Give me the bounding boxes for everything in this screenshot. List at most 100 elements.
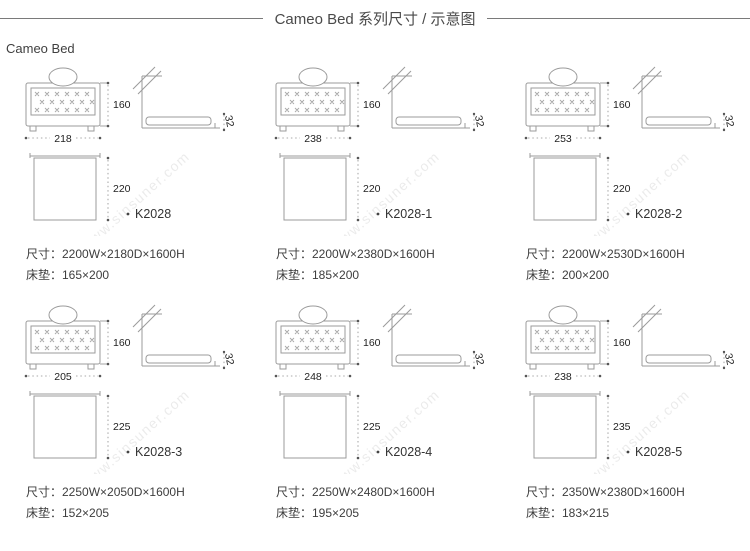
top-view (279, 391, 351, 459)
spec-block: 尺寸：2250W×2050D×1600H 床垫：152×205 (24, 482, 250, 524)
model-dot (126, 212, 130, 216)
page-title: Cameo Bed 系列尺寸 / 示意图 (274, 11, 476, 28)
mattress-profile (145, 354, 212, 364)
bed-drawing: www.sinsuner.com 160 205 (24, 302, 249, 492)
pillow-icon (48, 67, 78, 87)
bed-drawing: www.sinsuner.com 160 218 (24, 64, 249, 254)
product-grid: www.sinsuner.com 160 218 (0, 64, 750, 524)
bed-length-dim: 225 (363, 421, 381, 433)
leg-right (337, 125, 345, 132)
headboard-width-dim: 238 (554, 371, 572, 383)
top-dimension-lines (356, 156, 360, 222)
hatch-marks (132, 66, 162, 95)
headboard-height-dim: 160 (113, 337, 131, 349)
mattress-profile (645, 116, 712, 126)
headboard-height-dim: 160 (113, 99, 131, 111)
leg-right (587, 363, 595, 370)
pillow-icon (48, 305, 78, 325)
bed-diagram: www.sinsuner.com 160 205 (24, 304, 236, 492)
side-depth-dim: 32 (472, 114, 486, 128)
model-name: K2028-2 (635, 207, 682, 221)
page-header: Cameo Bed 系列尺寸 / 示意图 (0, 0, 750, 29)
side-depth-dim: 32 (722, 352, 736, 366)
leg-right (87, 363, 95, 370)
leg-left (279, 125, 287, 132)
headboard-width-dim: 238 (304, 133, 322, 145)
series-label: Cameo Bed (6, 41, 75, 56)
side-dimension-lines (472, 112, 476, 132)
side-view (632, 304, 720, 367)
model-name: K2028-1 (385, 207, 432, 221)
headboard-width-dim: 248 (304, 371, 322, 383)
front-dimension-lines (24, 81, 110, 140)
header-rule-right (487, 18, 750, 19)
mattress-spec: 床垫：185×200 (276, 268, 360, 282)
leg-left (529, 363, 537, 370)
top-dimension-lines (356, 394, 360, 460)
spec-block: 尺寸：2200W×2180D×1600H 床垫：165×200 (24, 244, 250, 286)
tufting-pattern (284, 329, 345, 351)
model-name: K2028-5 (635, 445, 682, 459)
headboard-width-dim: 253 (554, 133, 572, 145)
size-spec: 尺寸：2350W×2380D×1600H (526, 485, 685, 499)
headboard-height-dim: 160 (613, 99, 631, 111)
model-dot (376, 450, 380, 454)
headboard-height-dim: 160 (363, 99, 381, 111)
front-dimension-lines (274, 81, 360, 140)
top-dimension-lines (106, 394, 110, 460)
hatch-marks (382, 66, 412, 95)
front-view (525, 67, 601, 132)
product-cell: www.sinsuner.com 160 218 (0, 64, 250, 286)
leg-right (337, 363, 345, 370)
product-cell: www.sinsuner.com 160 238 (250, 64, 500, 286)
top-dimension-lines (606, 394, 610, 460)
mattress-profile (395, 354, 462, 364)
pillow-icon (548, 305, 578, 325)
model-dot (626, 212, 630, 216)
front-dimension-lines (274, 319, 360, 378)
side-view (132, 304, 220, 367)
bed-length-dim: 225 (113, 421, 131, 433)
pillow-icon (298, 305, 328, 325)
spec-block: 尺寸：2250W×2480D×1600H 床垫：195×205 (274, 482, 500, 524)
size-spec: 尺寸：2200W×2380D×1600H (276, 247, 435, 261)
top-view (29, 391, 101, 459)
model-name: K2028 (135, 207, 171, 221)
bed-diagram: www.sinsuner.com 160 238 (524, 304, 736, 492)
front-dimension-lines (524, 319, 610, 378)
front-dimension-lines (524, 81, 610, 140)
pillow-icon (298, 67, 328, 87)
side-depth-dim: 32 (722, 114, 736, 128)
side-view (382, 66, 470, 129)
hatch-marks (632, 66, 662, 95)
size-spec: 尺寸：2200W×2180D×1600H (26, 247, 185, 261)
hatch-marks (632, 304, 662, 333)
model-name: K2028-4 (385, 445, 432, 459)
tufting-pattern (34, 91, 95, 113)
spec-block: 尺寸：2350W×2380D×1600H 床垫：183×215 (524, 482, 750, 524)
front-view (525, 305, 601, 370)
headboard-width-dim: 205 (54, 371, 72, 383)
tufting-pattern (284, 91, 345, 113)
bed-length-dim: 220 (113, 183, 131, 195)
header-rule-left (0, 18, 263, 19)
product-cell: www.sinsuner.com 160 248 (250, 302, 500, 524)
hatch-marks (132, 304, 162, 333)
side-dimension-lines (722, 112, 726, 132)
model-dot (376, 212, 380, 216)
size-spec: 尺寸：2200W×2530D×1600H (526, 247, 685, 261)
hatch-marks (382, 304, 412, 333)
side-depth-dim: 32 (472, 352, 486, 366)
tufting-pattern (534, 329, 595, 351)
bed-drawing: www.sinsuner.com 160 238 (524, 302, 749, 492)
bed-drawing: www.sinsuner.com 160 248 (274, 302, 499, 492)
leg-left (29, 125, 37, 132)
mattress-spec: 床垫：195×205 (276, 506, 360, 520)
model-name: K2028-3 (135, 445, 182, 459)
spec-block: 尺寸：2200W×2380D×1600H 床垫：185×200 (274, 244, 500, 286)
top-view (529, 391, 601, 459)
side-view (632, 66, 720, 129)
side-view (132, 66, 220, 129)
front-dimension-lines (24, 319, 110, 378)
side-depth-dim: 32 (222, 114, 236, 128)
